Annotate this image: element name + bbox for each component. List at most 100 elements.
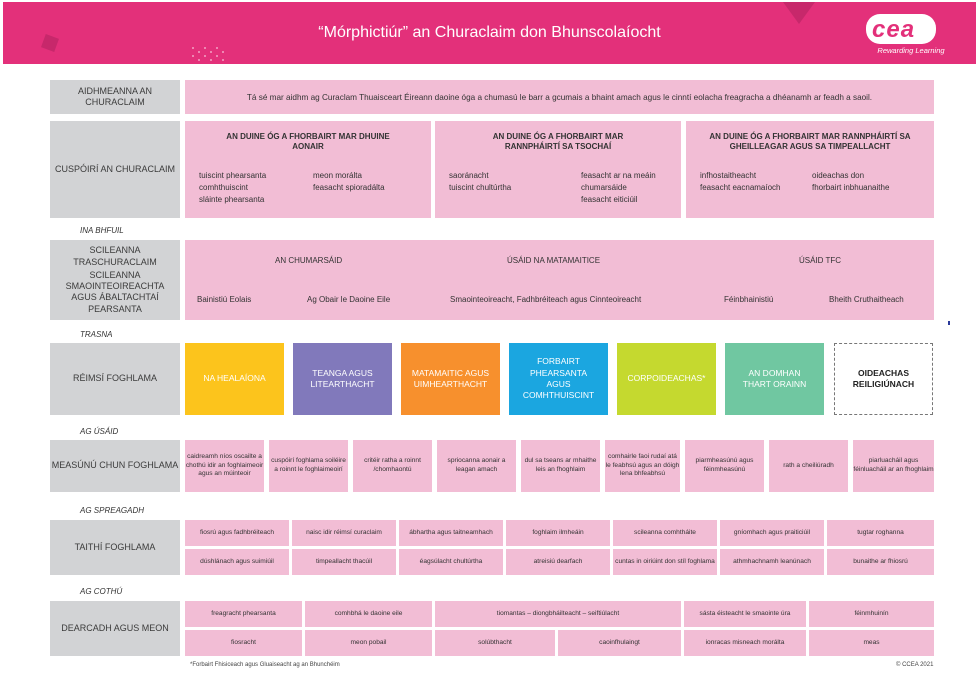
list-item: saoránacht <box>449 171 489 180</box>
list-item: meon morálta <box>313 171 362 180</box>
skill-maths: ÚSÁID NA MATAMAITICE <box>507 256 601 265</box>
list-item: infhostaitheacht <box>700 171 757 180</box>
list-item: feasacht spioradálta <box>313 183 385 192</box>
objective-individual-right: meon morálta feasacht spioradálta <box>313 170 385 194</box>
attitude-item: ionracas misneach morálta <box>684 630 806 656</box>
section-label-trasna: TRASNA <box>80 330 113 339</box>
area-pdmu-label: FORBAIRT PHEARSANTA AGUS COMHTHUISCINT <box>522 356 595 401</box>
cea-logo: cea Rewarding Learning <box>866 14 954 60</box>
objective-society-right: feasacht ar na meáin chumarsáide feasach… <box>581 170 656 206</box>
list-item: comhthuiscint <box>199 183 248 192</box>
logo-shape <box>866 14 936 44</box>
afl-label: MEASÚNÚ CHUN FOGHLAMA <box>50 440 180 492</box>
attitude-item: solúbthacht <box>435 630 555 656</box>
experience-item: naisc idir réimsí curaclaim <box>292 520 396 546</box>
skill-managing-info: Bainistiú Eolais <box>197 295 252 304</box>
list-item: chumarsáide <box>581 183 627 192</box>
list-item: feasacht eacnamaíoch <box>700 183 781 192</box>
attitudes-label: DEARCADH AGUS MEON <box>50 601 180 656</box>
attitude-item: meon pobail <box>305 630 432 656</box>
list-item: feasacht ar na meáin <box>581 171 656 180</box>
afl-item: comhairle faoi rudaí atá le feabhsú agus… <box>605 440 680 492</box>
afl-item: rath a cheiliúradh <box>769 440 848 492</box>
afl-item: spriocanna aonair a leagan amach <box>437 440 516 492</box>
experience-item: éagsúlacht chultúrtha <box>399 549 503 575</box>
area-language: TEANGA AGUS LITEARTHACHT <box>293 343 392 415</box>
objective-individual: AN DUINE ÓG A FHORBAIRT MAR DHUINE AONAI… <box>185 121 431 218</box>
objective-society: AN DUINE ÓG A FHORBAIRT MAR RANNPHÁIRTÍ … <box>435 121 681 218</box>
logo-text: cea <box>872 16 916 43</box>
objective-society-left: saoránacht tuiscint chultúrtha <box>449 170 511 194</box>
area-religious-education: OIDEACHAS REILIGIÚNACH <box>834 343 933 415</box>
area-religious-education-label: OIDEACHAS REILIGIÚNACH <box>852 367 915 389</box>
section-label-ag-spreagadh: AG SPREAGADH <box>80 506 145 515</box>
header-banner: “Mórphictiúr” an Churaclaim don Bhunscol… <box>3 2 976 64</box>
skill-communication: AN CHUMARSÁID <box>275 256 343 265</box>
experience-item: athmhachnamh leanúnach <box>720 549 824 575</box>
section-label-ag-cothu: AG COTHÚ <box>80 587 123 596</box>
section-label-ag-usaid: AG ÚSÁID <box>80 427 119 436</box>
experience-item: scileanna comhtháite <box>613 520 717 546</box>
skill-working-with-others: Ag Obair le Daoine Eile <box>307 295 391 304</box>
attitude-item: meas <box>809 630 934 656</box>
list-item: tuiscint chultúrtha <box>449 183 512 192</box>
area-arts-label: NA HEALAÍONA <box>203 373 266 384</box>
afl-item: piarluacháil agus féinluacháil ar an fho… <box>853 440 934 492</box>
area-arts: NA HEALAÍONA <box>185 343 284 415</box>
banner-decoration <box>41 2 815 61</box>
afl-item: critéir ratha a roinnt /chomhaontú <box>353 440 432 492</box>
objective-individual-header: AN DUINE ÓG A FHORBAIRT MAR DHUINE AONAI… <box>226 132 390 152</box>
objective-economy: AN DUINE ÓG A FHORBAIRT MAR RANNPHÁIRTÍ … <box>686 121 934 218</box>
afl-item: dul sa tseans ar mhaithe leis an fhoghla… <box>521 440 600 492</box>
aims-label: AIDHMEANNA AN CHURACLAIM <box>50 80 180 114</box>
list-item: sláinte phearsanta <box>199 195 265 204</box>
footnote: *Forbairt Fhisiceach agus Gluaiseacht ag… <box>190 662 340 668</box>
area-pe: CORPOIDEACHAS* <box>617 343 716 415</box>
attitude-item: fiosracht <box>185 630 302 656</box>
experience-item: dúshlánach agus suimiúil <box>185 549 289 575</box>
experience-item: tugtar roghanna <box>827 520 934 546</box>
area-world-around-us: AN DOMHAN THART ORAINN <box>725 343 824 415</box>
objective-economy-header: AN DUINE ÓG A FHORBAIRT MAR RANNPHÁIRTÍ … <box>709 132 911 152</box>
skills-content: AN CHUMARSÁID ÚSÁID NA MATAMAITICE ÚSÁID… <box>185 240 934 320</box>
cross-curricular-skills-label: SCILEANNA TRASCHURACLAIM <box>73 245 157 267</box>
objective-society-header: AN DUINE ÓG A FHORBAIRT MAR RANNPHÁIRTÍ … <box>492 132 624 152</box>
list-item: oideachas don <box>812 171 865 180</box>
objective-economy-left: infhostaitheacht feasacht eacnamaíoch <box>700 170 781 194</box>
area-mathematics: MATAMAITIC AGUS UIMHEARTHACHT <box>401 343 500 415</box>
skill-self-management: Féinbhainistiú <box>724 295 774 304</box>
experience-item: gníomhach agus praiticiúil <box>720 520 824 546</box>
thinking-skills-label: SCILEANNA SMAOINTEOIREACHTA AGUS ÁBALTAC… <box>65 269 165 314</box>
area-pe-label: CORPOIDEACHAS* <box>627 373 706 384</box>
area-pdmu: FORBAIRT PHEARSANTA AGUS COMHTHUISCINT <box>509 343 608 415</box>
experience-item: cuntas in oiriúint don stíl foghlama <box>613 549 717 575</box>
afl-item: cuspóirí foghlama soiléire a roinnt le f… <box>269 440 348 492</box>
experience-item: timpeallacht thacúil <box>292 549 396 575</box>
experience-item: ábhartha agus taitneamhach <box>399 520 503 546</box>
page-title: “Mórphictiúr” an Churaclaim don Bhunscol… <box>318 24 661 41</box>
afl-item: caidreamh níos oscailte a chothú idir an… <box>185 440 264 492</box>
attitude-item: freagracht phearsanta <box>185 601 302 627</box>
experience-item: fiosrú agus fadhbréiteach <box>185 520 289 546</box>
copyright: © CCEA 2021 <box>896 662 934 668</box>
experience-item: foghlaim ilmheáin <box>506 520 610 546</box>
attitude-item: tiomantas – diongbháilteacht – seiftiúla… <box>435 601 681 627</box>
attitude-item: comhbhá le daoine eile <box>305 601 432 627</box>
area-language-label: TEANGA AGUS LITEARTHACHT <box>310 367 375 389</box>
list-item: tuiscint phearsanta <box>199 171 267 180</box>
attitude-item: caoinfhulaingt <box>558 630 681 656</box>
attitude-item: féinmhuinín <box>809 601 934 627</box>
learning-areas-label: RÉIMSÍ FOGHLAMA <box>50 343 180 415</box>
afl-item: piarmheasúnú agus féinmheasúnú <box>685 440 764 492</box>
skills-label: SCILEANNA TRASCHURACLAIM SCILEANNA SMAOI… <box>50 240 180 320</box>
skill-ict: ÚSÁID TFC <box>799 256 842 265</box>
objective-individual-left: tuiscint phearsanta comhthuiscint sláint… <box>199 170 266 206</box>
skill-thinking-problem-solving: Smaointeoireacht, Fadhbréiteach agus Cin… <box>450 295 642 304</box>
objectives-label: CUSPÓIRÍ AN CHURACLAIM <box>50 121 180 218</box>
page-marker <box>948 321 950 325</box>
logo-tagline: Rewarding Learning <box>877 46 945 55</box>
area-world-around-us-label: AN DOMHAN THART ORAINN <box>742 367 807 389</box>
section-label-ina-bhfuil: INA BHFUIL <box>80 226 124 235</box>
aims-text: Tá sé mar aidhm ag Curaclam Thuaisceart … <box>185 80 934 114</box>
